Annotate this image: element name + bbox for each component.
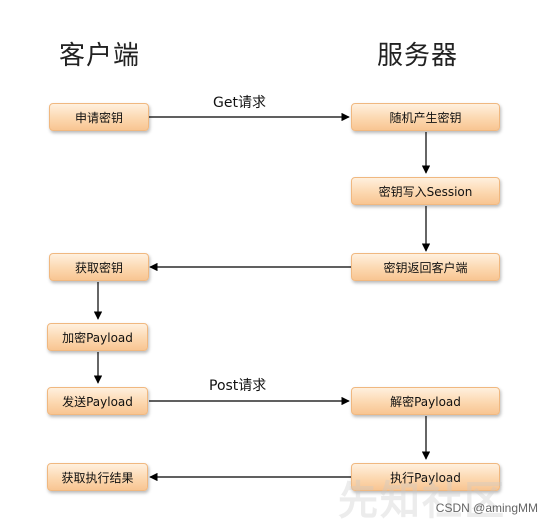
client-step-encrypt-payload: 加密Payload bbox=[47, 323, 148, 351]
client-step-get-key: 获取密钥 bbox=[49, 253, 149, 281]
get-request-label: Get请求 bbox=[213, 95, 266, 111]
client-step-get-result: 获取执行结果 bbox=[47, 463, 148, 491]
server-step-write-session: 密钥写入Session bbox=[351, 177, 500, 205]
server-step-decrypt-payload: 解密Payload bbox=[351, 387, 500, 415]
client-column-title: 客户端 bbox=[59, 41, 141, 71]
client-step-request-key: 申请密钥 bbox=[49, 103, 149, 131]
csdn-watermark: CSDN @amingMM bbox=[435, 501, 538, 515]
server-column-title: 服务器 bbox=[377, 41, 459, 71]
post-request-label: Post请求 bbox=[209, 378, 267, 394]
server-step-execute-payload: 执行Payload bbox=[351, 463, 500, 491]
client-step-send-payload: 发送Payload bbox=[47, 387, 148, 415]
faint-watermark: 先知社区 bbox=[338, 478, 506, 524]
server-step-generate-key: 随机产生密钥 bbox=[351, 103, 500, 131]
server-step-return-key: 密钥返回客户端 bbox=[351, 253, 500, 281]
